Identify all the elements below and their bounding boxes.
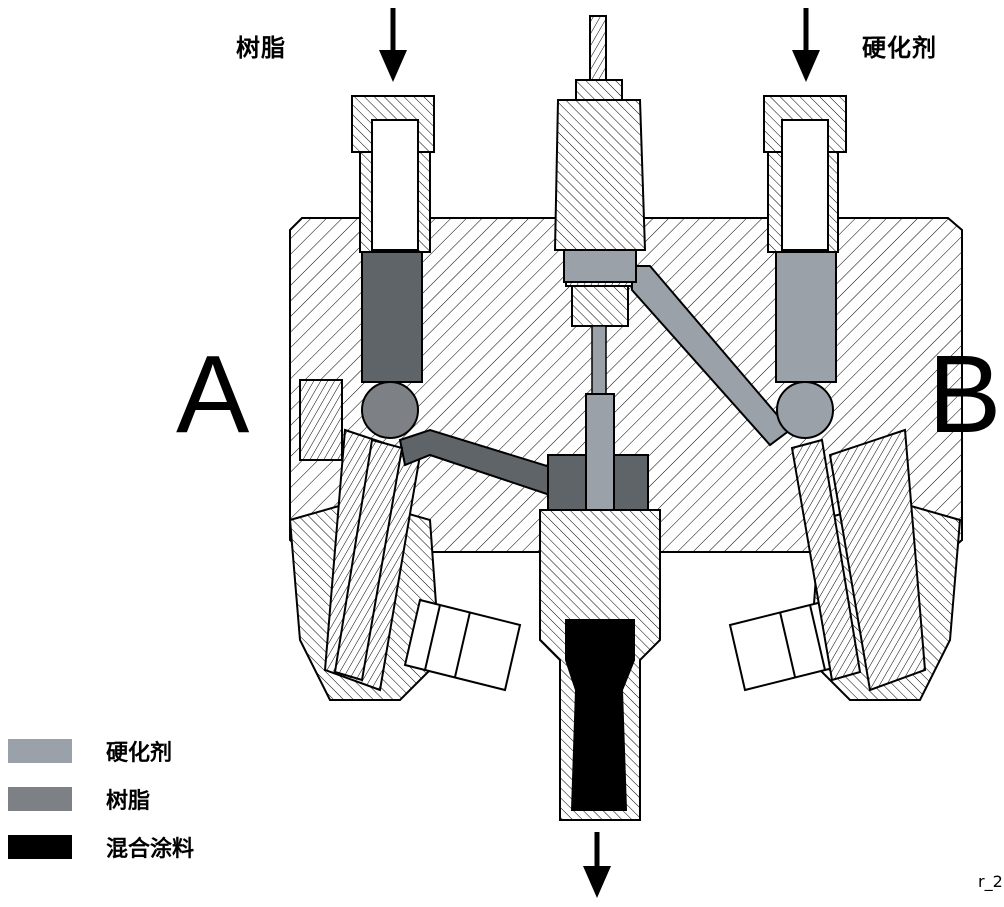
hardener-inlet-label: 硬化剂	[862, 34, 937, 62]
check-ball-b	[776, 381, 834, 439]
hardener-inlet-fitting	[763, 95, 847, 253]
resin-inlet-fitting	[351, 95, 435, 253]
valve-stem-b	[790, 438, 862, 682]
valve-stem-a	[333, 438, 404, 682]
legend-item-mixed: 混合涂料	[8, 831, 268, 862]
legend-item-resin: 树脂	[8, 783, 268, 814]
hardener-inlet-arrow	[792, 8, 820, 82]
legend-swatch-mixed	[8, 835, 72, 859]
valve-body-b	[728, 428, 962, 701]
reference-code: r_2	[978, 872, 1003, 891]
outlet-arrow	[583, 832, 611, 898]
resin-inlet-label: 树脂	[236, 34, 286, 62]
resin-inlet-arrow	[379, 8, 407, 82]
check-ball-a	[361, 381, 419, 439]
side-label-b: B	[928, 333, 1002, 456]
side-label-a: A	[176, 333, 250, 456]
legend-swatch-resin	[8, 787, 72, 811]
outlet-nozzle	[539, 509, 661, 821]
needle-valve-assembly	[553, 15, 647, 327]
legend-label-hardener: 硬化剂	[106, 741, 173, 766]
legend-item-hardener: 硬化剂	[8, 735, 268, 766]
legend-swatch-hardener	[8, 739, 72, 763]
legend-label-resin: 树脂	[106, 789, 151, 814]
legend-label-mixed: 混合涂料	[106, 837, 195, 862]
